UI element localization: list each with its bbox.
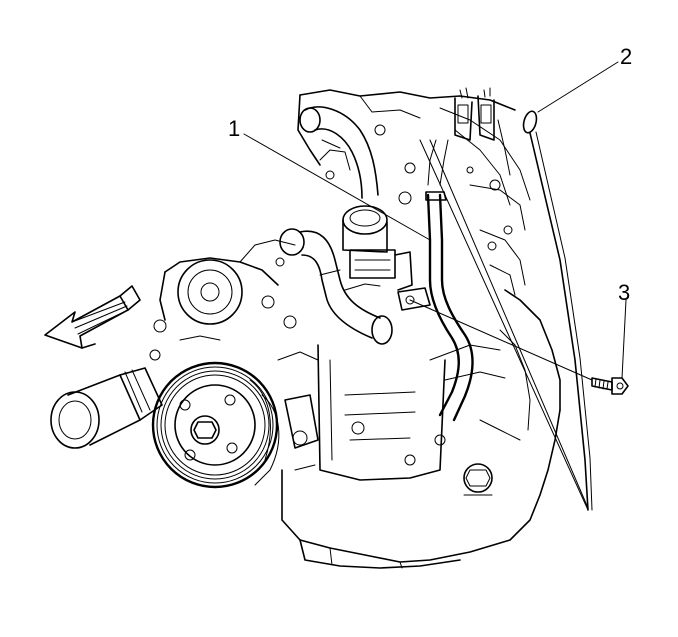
- leader-line-tube-a: [419, 139, 589, 511]
- oil-level-indicator-tube: [397, 139, 474, 422]
- coolant-hose-lower: [275, 228, 393, 345]
- callout-1: 1: [228, 116, 240, 141]
- callout-3: 3: [618, 280, 630, 305]
- leader-line-3b: [409, 299, 593, 381]
- throttle-body: [319, 124, 416, 291]
- dipstick-tube-bolt: [591, 377, 629, 395]
- intake-manifold: [297, 87, 531, 296]
- engine-mount-bracket: [277, 351, 319, 471]
- leader-line-3: [621, 299, 627, 379]
- coolant-hose-upper: [299, 106, 379, 199]
- leader-line-1: [243, 133, 431, 241]
- crankshaft-balancer: [151, 361, 280, 489]
- leader-lines: [243, 61, 627, 511]
- callout-2: 2: [620, 44, 632, 69]
- oil-filter: [50, 367, 163, 449]
- engine-block: [281, 289, 561, 569]
- front-direction-arrow-icon: [44, 285, 141, 349]
- leader-line-2: [537, 61, 619, 113]
- leader-line-tube-b: [429, 139, 589, 509]
- oil-dipstick: [522, 110, 593, 511]
- front-cover: [149, 239, 297, 361]
